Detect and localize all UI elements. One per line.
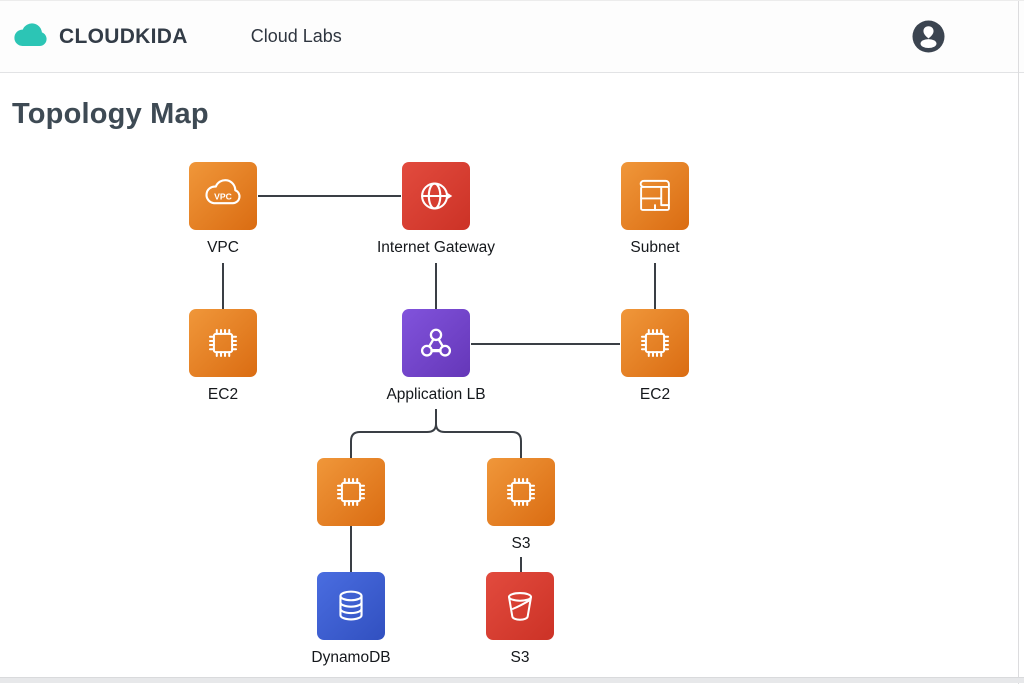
brand-name: CLOUDKIDA xyxy=(59,24,188,48)
node-label: Application LB xyxy=(386,386,486,403)
node-label: DynamoDB xyxy=(311,649,391,666)
node-label: EC2 xyxy=(207,386,239,403)
vpc-icon-text: VPC xyxy=(214,191,232,201)
edge-application-lb-ec2-mid xyxy=(350,409,437,458)
node-s3-instance[interactable]: S3 xyxy=(451,458,591,553)
node-label: EC2 xyxy=(639,386,671,403)
brand-logo-link[interactable]: CLOUDKIDA xyxy=(14,21,188,52)
nav-item-cloud-labs[interactable]: Cloud Labs xyxy=(250,26,342,46)
node-label: VPC xyxy=(207,239,239,256)
window-bottom-strip xyxy=(0,677,1024,683)
chip-icon xyxy=(189,309,257,377)
node-ec2-mid[interactable] xyxy=(281,458,421,553)
node-s3-bucket[interactable]: S3 xyxy=(450,572,590,667)
node-ec2-left[interactable]: EC2 xyxy=(153,309,293,404)
window-right-edge xyxy=(1018,1,1019,684)
node-dynamodb[interactable]: DynamoDB xyxy=(281,572,421,667)
node-label: S3 xyxy=(510,649,530,666)
node-application-lb[interactable]: Application LB xyxy=(366,309,506,404)
database-icon xyxy=(317,572,385,640)
chip-icon xyxy=(317,458,385,526)
network-nodes-icon xyxy=(402,309,470,377)
chip-icon xyxy=(621,309,689,377)
node-vpc[interactable]: VPC VPC xyxy=(153,162,293,257)
edge-application-lb-s3-instance xyxy=(435,423,522,458)
node-internet-gateway[interactable]: Internet Gateway xyxy=(366,162,506,257)
node-subnet[interactable]: Subnet xyxy=(585,162,725,257)
bucket-icon xyxy=(486,572,554,640)
cloud-logo-icon xyxy=(14,21,48,52)
node-label: Subnet xyxy=(630,239,680,256)
page-title: Topology Map xyxy=(12,98,209,130)
node-label: Internet Gateway xyxy=(376,239,496,256)
node-label: S3 xyxy=(511,535,531,552)
globe-arrow-icon xyxy=(402,162,470,230)
chip-icon xyxy=(487,458,555,526)
vpc-cloud-icon: VPC xyxy=(189,162,257,230)
node-ec2-right[interactable]: EC2 xyxy=(585,309,725,404)
subnet-grid-icon xyxy=(621,162,689,230)
user-avatar-icon[interactable] xyxy=(912,20,945,53)
app-header: CLOUDKIDA Cloud Labs xyxy=(0,1,1024,73)
